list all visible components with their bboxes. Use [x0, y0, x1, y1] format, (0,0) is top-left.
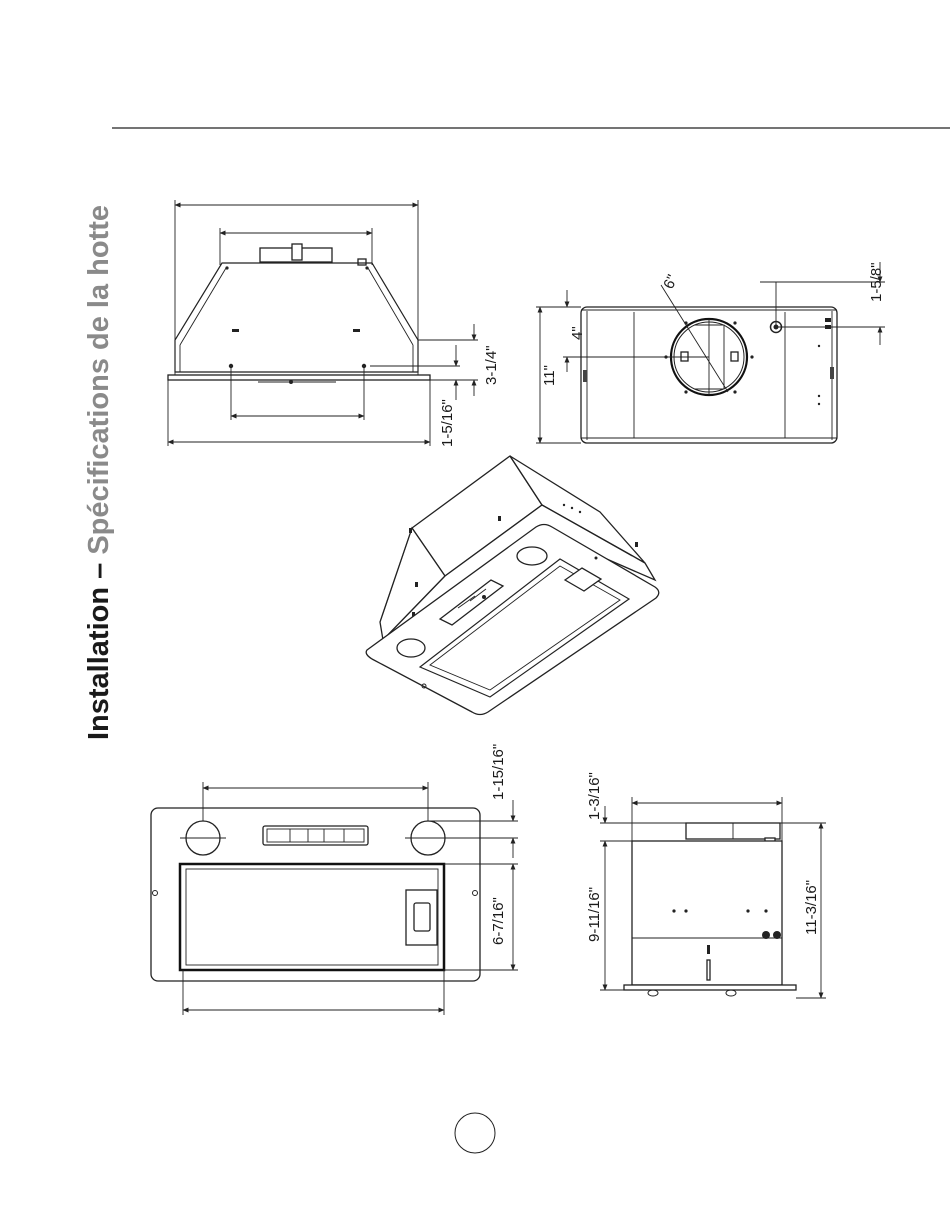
dim-depth-total: 11-3/16"	[803, 880, 820, 935]
dim-front-side: 3-1/4"	[483, 345, 500, 385]
front-view: 3-1/4" 1-5/16"	[168, 200, 500, 447]
dim-depth-top: 1-3/16"	[586, 772, 603, 820]
bottom-view: 1-15/16" 6-7/16"	[151, 744, 518, 1015]
dim-bottom-filter: 6-7/16"	[490, 897, 507, 945]
title-sub: Spécifications de la hotte	[83, 205, 115, 555]
dim-depth-body: 9-11/16"	[586, 887, 603, 942]
dim-bottom-top: 1-15/16"	[490, 744, 507, 800]
dim-side-top-offset: 1-5/8"	[868, 262, 885, 302]
page-title: Installation – Spécifications de la hott…	[83, 205, 115, 740]
isometric-view	[366, 456, 659, 715]
title-separator: –	[83, 555, 115, 587]
title-main: Installation	[83, 587, 115, 740]
depth-view: 1-3/16" 9-11/16" 11-3/16"	[586, 772, 826, 998]
page-number-badge	[455, 1113, 495, 1153]
dim-side-height: 11"	[541, 365, 558, 386]
dim-front-flange: 1-5/16"	[439, 399, 456, 447]
side-view: 6" 11" 4" 1-5/8"	[536, 262, 885, 443]
dim-side-duct-offset: 4"	[569, 326, 586, 340]
